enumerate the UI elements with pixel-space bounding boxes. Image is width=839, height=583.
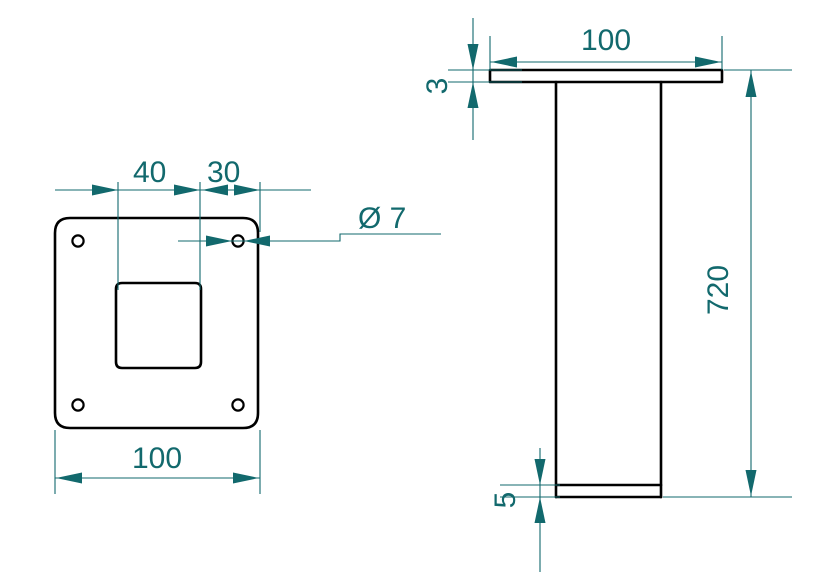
dim-720-label: 720	[702, 265, 735, 315]
mounting-hole-top-left	[71, 234, 85, 248]
dim-100-front-label: 100	[132, 442, 182, 475]
dim-diameter-label: Ø 7	[358, 202, 406, 235]
front-view-group: 40 30 Ø 7 100	[53, 156, 441, 494]
side-plate-rect	[488, 68, 724, 84]
dim-30-label: 30	[207, 156, 240, 189]
front-tube-square	[114, 281, 203, 370]
dim-100-side-label: 100	[581, 24, 631, 57]
dim-5-label: 5	[489, 492, 522, 509]
side-view-group: 100 3 5	[421, 18, 792, 572]
dim-3-label: 3	[421, 78, 454, 95]
leader-line-diameter	[302, 233, 441, 242]
front-plate-outline	[53, 216, 260, 430]
mounting-hole-bottom-left	[71, 398, 85, 412]
dim-40-label: 40	[133, 156, 166, 189]
mounting-hole-bottom-right	[231, 398, 245, 412]
